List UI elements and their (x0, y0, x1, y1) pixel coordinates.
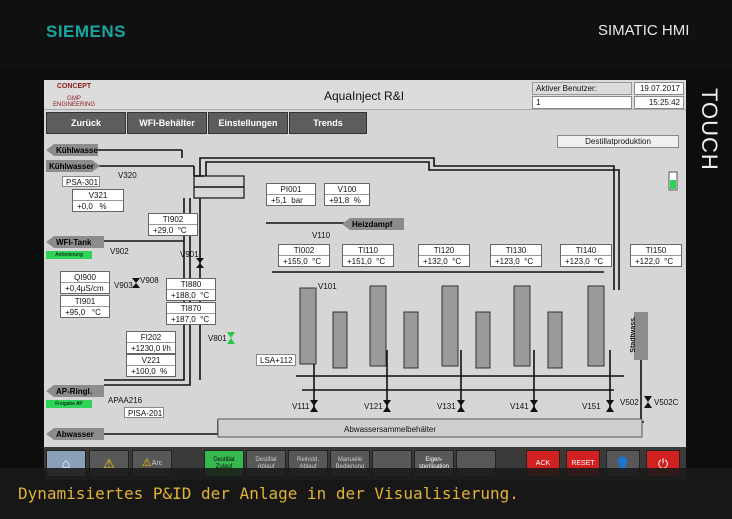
ap-ringl-tag[interactable]: AP-Ringl. (46, 385, 104, 397)
caption-overlay (0, 468, 732, 519)
image-caption: Dynamisiertes P&ID der Anlage in der Vis… (18, 484, 519, 503)
v801-label: V801 (208, 334, 227, 343)
heizdampf-tag[interactable]: Heizdampf (342, 218, 404, 230)
wfi-tank-tag[interactable]: WFI-Tank (46, 236, 104, 248)
pi001-display: PI001 +5,1 bar (266, 183, 316, 206)
ti110-display: TI110 +151,0 °C (342, 244, 394, 267)
v902-valve[interactable] (112, 236, 126, 246)
psa-301-label: PSA-301 (62, 176, 100, 187)
v502c-label: V502C (654, 398, 679, 407)
lsa-112-label: LSA+112 (256, 354, 296, 366)
ti902-display: TI902 +29,0 °C (148, 213, 198, 236)
v908-label: V908 (140, 276, 159, 285)
v101-label: V101 (318, 282, 337, 291)
v111-label: V111 (292, 402, 310, 411)
power-icon: ⏻ (657, 456, 669, 471)
screen-header: CONCEPT GMP ENGINEERING AquaInject R&I A… (44, 80, 686, 110)
page-title: AquaInject R&I (324, 89, 405, 103)
v901-label: V901 (180, 250, 199, 259)
warning-icon: ⚠ (103, 456, 115, 471)
user-icon: 👤 (614, 456, 632, 471)
ap-valve-2[interactable] (134, 386, 148, 396)
v121-label: V121 (364, 402, 383, 411)
ti150-display: TI150 +122,0 °C (630, 244, 682, 267)
mode-display: Destillatproduktion (557, 135, 679, 148)
v100-display: V100 +91,8 % (324, 183, 370, 206)
v131-label: V131 (437, 402, 456, 411)
stadtwasser-label: Stadtwass. (630, 316, 637, 353)
time-display: 15:25:42 (634, 96, 684, 109)
v903-label: V903 (114, 281, 133, 290)
home-icon: ⌂ (61, 455, 71, 471)
v908-valve[interactable] (142, 266, 156, 275)
v110-valve-a[interactable] (292, 219, 306, 229)
warning-archive-icon: ⚠ (141, 457, 152, 469)
v110-label: V110 (312, 231, 331, 240)
siemens-logo: SIEMENS (46, 22, 127, 41)
qi900-display: QI900 +0,4µS/cm (60, 271, 110, 294)
ti870-display: TI870 +187,0 °C (166, 302, 216, 325)
touch-label: TOUCH (697, 88, 722, 171)
v902-label: V902 (110, 247, 129, 256)
ap-valve-1[interactable] (116, 386, 130, 396)
ti130-display: TI130 +123,0 °C (490, 244, 542, 267)
trends-button[interactable]: Trends (289, 112, 367, 134)
v221-display: V221 +100,0 % (126, 354, 176, 377)
ti880-display: TI880 +188,0 °C (166, 278, 216, 301)
v321-display: V321 +0,0 % (72, 189, 124, 212)
stadtwasser-tag[interactable] (634, 312, 648, 360)
pisa201-label: PISA-201 (124, 407, 164, 418)
v141-label: V141 (510, 402, 529, 411)
abwasser-tag[interactable]: Abwasser (46, 428, 104, 440)
fi202-display: FI202 +1230,0 l/h (126, 331, 176, 354)
settings-button[interactable]: Einstellungen (208, 112, 288, 134)
wfi-tank-status: Anforderung (46, 251, 92, 259)
ti901-display: TI901 +95,0 °C (60, 295, 110, 318)
v110-valve-b[interactable] (314, 219, 328, 229)
ti002-display: TI002 +155,0 °C (278, 244, 330, 267)
kuehlwasser-in-tag[interactable]: Kühlwasser (46, 160, 100, 172)
ap-status: Freigabe AP (46, 400, 92, 408)
wfi-tank-button[interactable]: WFI-Behälter (127, 112, 207, 134)
v320-valve[interactable] (120, 160, 136, 170)
v151-label: V151 (582, 402, 601, 411)
ti120-display: TI120 +132,0 °C (418, 244, 470, 267)
abwasser-tank-label: Abwassersammelbehälter (344, 425, 437, 434)
hmi-screen: CONCEPT GMP ENGINEERING AquaInject R&I A… (44, 80, 686, 480)
device-bezel-top (0, 0, 732, 70)
v502-label: V502 (620, 398, 639, 407)
v320-label: V320 (118, 171, 137, 180)
active-user-value: 1 (532, 96, 632, 109)
company-logo: CONCEPT GMP ENGINEERING (52, 83, 95, 108)
ti140-display: TI140 +123,0 °C (560, 244, 612, 267)
apaa216-label: APAA216 (108, 396, 143, 405)
date-display: 19.07.2017 (634, 82, 684, 95)
back-button[interactable]: Zurück (46, 112, 126, 134)
device-model-label: SIMATIC HMI (598, 22, 690, 39)
active-user-label: Aktiver Benutzer: (532, 82, 632, 95)
kuehlwasser-out-tag[interactable]: Kühlwasser (46, 144, 98, 156)
